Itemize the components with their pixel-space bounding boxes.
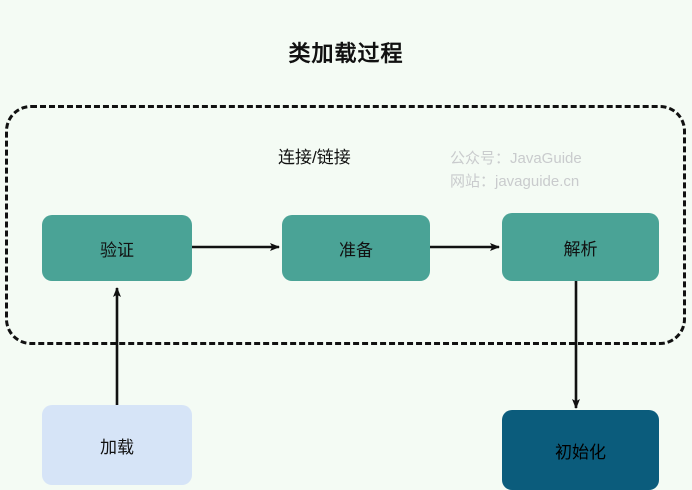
node-init-label: 初始化: [555, 442, 606, 462]
watermark-line-2: 网站：javaguide.cn: [450, 173, 580, 190]
node-prepare[interactable]: 准备: [282, 215, 430, 281]
node-load[interactable]: 加载: [42, 405, 192, 485]
node-prepare-label: 准备: [339, 240, 373, 260]
watermark: 公众号：JavaGuide 网站：javaguide.cn: [450, 147, 582, 193]
node-verify-label: 验证: [100, 240, 134, 260]
linking-phase-label: 连接/链接: [278, 148, 351, 167]
watermark-line-1: 公众号：JavaGuide: [450, 150, 582, 167]
linking-phase-group: [5, 105, 686, 345]
page-title: 类加载过程: [288, 41, 404, 66]
node-load-label: 加载: [100, 437, 134, 457]
node-resolve[interactable]: 解析: [502, 213, 659, 281]
node-verify[interactable]: 验证: [42, 215, 192, 281]
node-init[interactable]: 初始化: [502, 410, 659, 490]
diagram-canvas: 类加载过程 连接/链接 公众号：JavaGuide 网站：javaguide.c…: [5, 41, 686, 490]
node-resolve-label: 解析: [563, 239, 598, 259]
